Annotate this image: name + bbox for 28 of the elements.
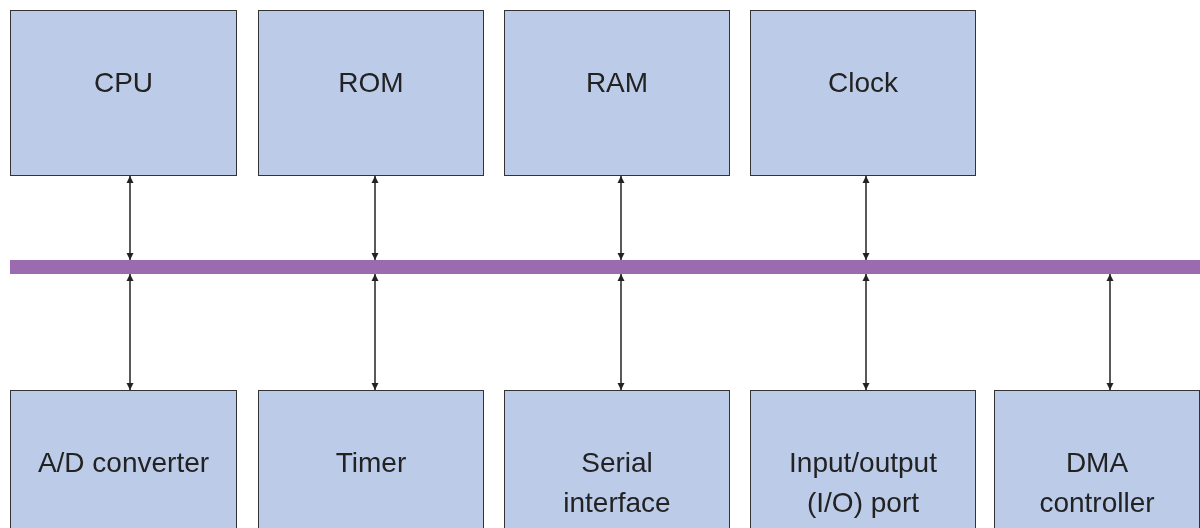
component-box [994,390,1200,528]
component-box [504,390,730,528]
double-arrow [617,273,625,391]
double-arrow [1106,273,1114,391]
double-arrow [862,273,870,391]
component-label: Input/output (I/O) port [788,446,938,520]
bus-bar [10,260,1200,274]
component-box [258,10,484,176]
component-box [750,390,976,528]
component-label: Serial interface [562,446,672,520]
component-label: Timer [335,446,407,480]
component-box [750,10,976,176]
component-box [10,390,237,528]
double-arrow [126,175,134,261]
double-arrow [371,175,379,261]
component-label: A/D converter [37,446,210,480]
component-label: Clock [828,66,898,100]
component-label: CPU [93,66,154,100]
component-box [258,390,484,528]
double-arrow [617,175,625,261]
component-label: ROM [338,66,404,100]
component-label: RAM [585,66,649,100]
double-arrow [126,273,134,391]
double-arrow [371,273,379,391]
component-label: DMA controller [1038,446,1156,520]
component-box [504,10,730,176]
double-arrow [862,175,870,261]
component-box [10,10,237,176]
